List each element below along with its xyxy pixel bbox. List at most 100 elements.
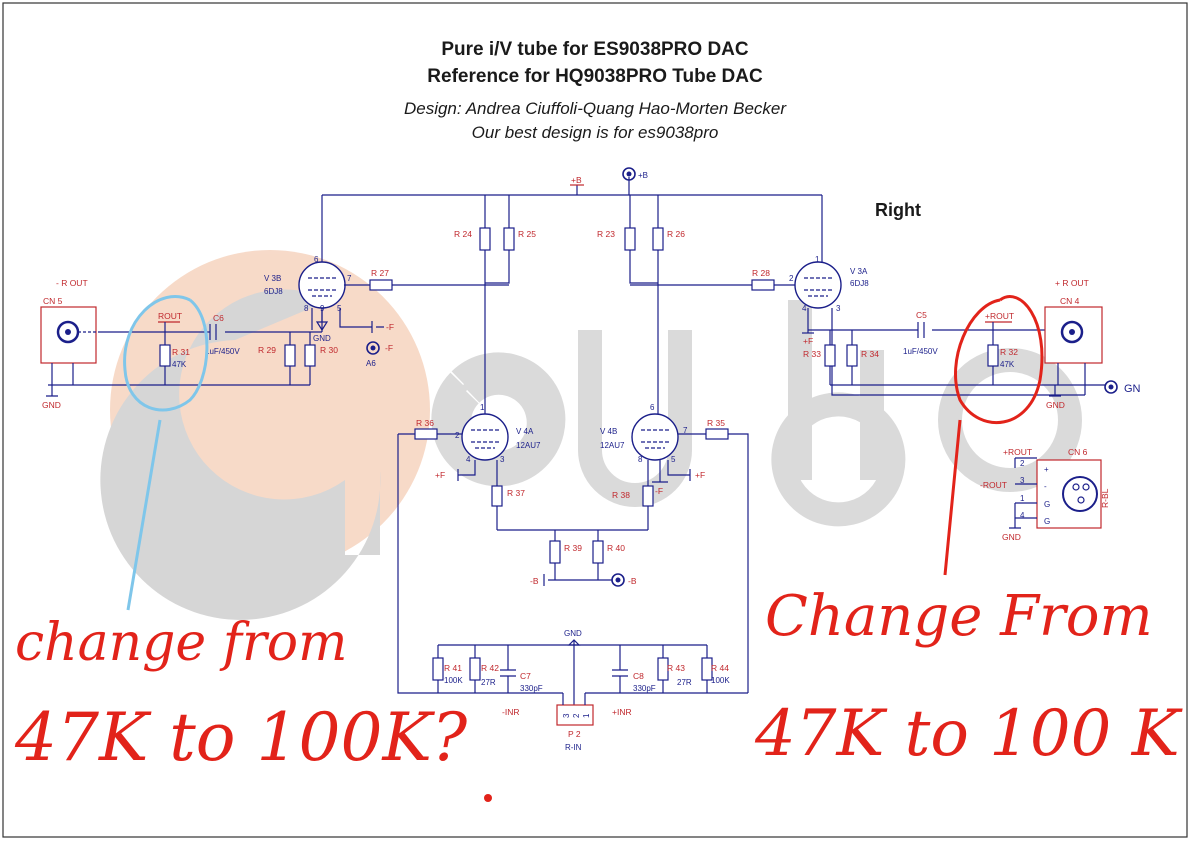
tube-v3a: R 28 V 3A 6DJ8 1 2 4 3 +F <box>630 195 1085 396</box>
watermark-d <box>771 300 906 527</box>
svg-text:3: 3 <box>500 455 505 464</box>
gnd-v3b-label: GND <box>313 334 331 343</box>
left-output-network: C6 1uF/450V ROUT R 31 47K R 29 R 30 <box>96 308 338 386</box>
svg-text:6: 6 <box>650 403 655 412</box>
gnd-cn4-label: GND <box>1046 400 1065 410</box>
r43-label: R 43 <box>667 663 685 673</box>
resistor-r31 <box>159 344 171 367</box>
r26-label: R 26 <box>667 229 685 239</box>
plus-b-node-label: +B <box>638 171 648 180</box>
plus-b-rail: +B +B <box>322 167 822 196</box>
resistor-r25 <box>503 227 515 251</box>
svg-text:1: 1 <box>1020 494 1025 503</box>
resistor-r38 <box>642 485 654 507</box>
resistor-r43 <box>657 657 669 681</box>
r34-label: R 34 <box>861 349 879 359</box>
annotation-strokes <box>123 295 1044 802</box>
plus-b-label: +B <box>571 175 582 185</box>
svg-text:G: G <box>1044 500 1050 509</box>
cn4-label: + R OUT <box>1055 278 1089 288</box>
svg-text:1: 1 <box>815 255 820 264</box>
minus-f-node-label: -F <box>385 343 393 353</box>
minus-b-node-label: -B <box>628 576 637 586</box>
plus-b-node <box>622 167 636 181</box>
svg-text:2: 2 <box>455 431 460 440</box>
v4b-type: 12AU7 <box>600 441 625 450</box>
anode-resistors: R 24 R 25 R 23 R 26 <box>454 195 685 400</box>
cn6-label: R-BL <box>1100 488 1110 508</box>
r39-label: R 39 <box>564 543 582 553</box>
watermark-o <box>938 348 1082 492</box>
svg-text:7: 7 <box>683 426 688 435</box>
r29-label: R 29 <box>258 345 276 355</box>
v4a-ref: V 4A <box>516 427 534 436</box>
r43-value: 27R <box>677 678 692 687</box>
cn5-label: - R OUT <box>56 278 88 288</box>
resistor-r23 <box>624 227 636 251</box>
blue-circle-annotation <box>123 295 209 611</box>
minus-b-label: -B <box>530 576 539 586</box>
plus-f-v4b-label: +F <box>695 470 705 480</box>
r28-label: R 28 <box>752 268 770 278</box>
svg-text:4: 4 <box>802 304 807 313</box>
r25-label: R 25 <box>518 229 536 239</box>
svg-text:G: G <box>1044 517 1050 526</box>
resistor-r42 <box>469 657 481 681</box>
r32-label: R 32 <box>1000 347 1018 357</box>
annotation-left-line1: change from <box>15 613 347 673</box>
tube-v3b: R 27 V 3B 6DJ8 6 7 8 9 5 GND -F -F A6 <box>264 195 509 368</box>
red-circle-annotation <box>943 295 1044 576</box>
r31-value: 47K <box>172 360 187 369</box>
plus-inr-label: +INR <box>612 707 632 717</box>
r44-value: 100K <box>711 676 730 685</box>
watermark-logo <box>100 250 1082 620</box>
cn5-ref: CN 5 <box>43 296 63 306</box>
right-output-network: C5 1uF/450V R 33 R 34 +ROUT R 32 47K <box>803 310 1085 386</box>
r27-label: R 27 <box>371 268 389 278</box>
resistor-r24 <box>479 227 491 251</box>
r41-label: R 41 <box>444 663 462 673</box>
c6-value: 1uF/450V <box>205 347 240 356</box>
svg-text:5: 5 <box>671 455 676 464</box>
svg-text:2: 2 <box>1020 459 1025 468</box>
resistor-r28 <box>751 279 775 291</box>
title-line3: Design: Andrea Ciuffoli-Quang Hao-Morten… <box>404 99 787 118</box>
svg-text:8: 8 <box>638 455 643 464</box>
p2-label: R-IN <box>565 743 582 752</box>
gnd-input-label: GND <box>564 629 582 638</box>
connector-cn4: + R OUT CN 4 GND GN <box>1044 278 1141 410</box>
tube-v4a: R 36 V 4A 12AU7 1 2 4 3 +F R 37 <box>398 400 541 530</box>
svg-text:3: 3 <box>562 713 571 718</box>
svg-text:2: 2 <box>572 713 581 718</box>
v3b-type: 6DJ8 <box>264 287 283 296</box>
svg-text:8: 8 <box>304 304 309 313</box>
resistor-r41 <box>432 657 444 681</box>
gnd-cn5-label: GND <box>42 400 61 410</box>
c6-label: C6 <box>213 313 224 323</box>
minus-f-v4b-label: -F <box>655 486 663 496</box>
annotation-left-line2: 47K to 100K? <box>14 699 468 776</box>
cn6-minus-rout: -ROUT <box>980 480 1007 490</box>
cn4-ref: CN 4 <box>1060 296 1080 306</box>
r36-label: R 36 <box>416 418 434 428</box>
r32-value: 47K <box>1000 360 1015 369</box>
v4b-ref: V 4B <box>600 427 617 436</box>
c8-value: 330pF <box>633 684 656 693</box>
minus-inr-label: -INR <box>502 707 519 717</box>
resistor-r37 <box>491 485 503 507</box>
c5-value: 1uF/450V <box>903 347 938 356</box>
channel-label: Right <box>875 200 921 220</box>
minus-f-label: -F <box>386 322 394 332</box>
r30-label: R 30 <box>320 345 338 355</box>
svg-text:6: 6 <box>314 255 319 264</box>
r42-value: 27R <box>481 678 496 687</box>
resistor-r34 <box>846 344 858 367</box>
r42-label: R 42 <box>481 663 499 673</box>
resistor-r30 <box>304 344 316 367</box>
r41-value: 100K <box>444 676 463 685</box>
minus-b-node <box>611 573 625 587</box>
plus-rout-label: +ROUT <box>985 311 1014 321</box>
minus-f-node <box>366 341 380 355</box>
svg-text:4: 4 <box>1020 511 1025 520</box>
